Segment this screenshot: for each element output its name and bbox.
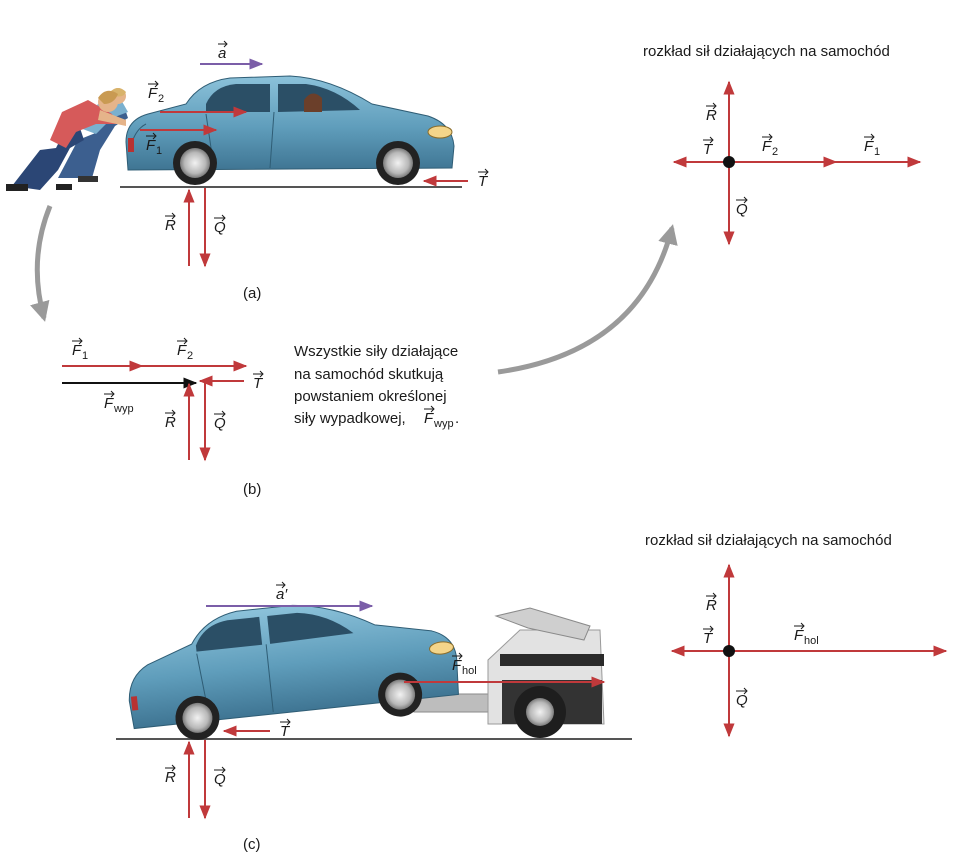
panel-c: a′ F hol T R Q (c) (116, 581, 632, 853)
label-r-c: R (165, 764, 176, 786)
svg-text:R: R (706, 597, 717, 614)
explanation-note: Wszystkie siły działające na samochód sk… (294, 343, 459, 430)
panel-b: F 1 F 2 F wyp T R Q (b) (62, 337, 459, 498)
svg-text:powstaniem określonej: powstaniem określonej (294, 388, 447, 405)
svg-text:a′: a′ (276, 586, 288, 603)
svg-text:F: F (864, 138, 874, 155)
label-t-c: T (280, 718, 291, 740)
fbd-top-label-r: R (706, 102, 717, 124)
label-q-a: Q (214, 214, 226, 236)
fbd-top-label-f1: F 1 (864, 133, 880, 158)
label-a-vector: a (218, 40, 228, 62)
label-f2-a: F 2 (148, 80, 164, 105)
fbd-bottom-body-point (723, 645, 735, 657)
svg-text:F: F (424, 410, 434, 427)
svg-text:R: R (706, 107, 717, 124)
flow-arrow-b-to-fbd (497, 224, 678, 375)
svg-text:wyp: wyp (113, 403, 134, 415)
label-r-b: R (165, 409, 176, 431)
svg-text:Q: Q (214, 415, 226, 432)
svg-text:.: . (455, 410, 459, 427)
svg-text:R: R (165, 217, 176, 234)
svg-text:T: T (703, 630, 714, 647)
fbd-top-label-q: Q (736, 196, 748, 218)
svg-text:F: F (148, 85, 158, 102)
fbd-bottom-label-t: T (703, 625, 714, 647)
svg-text:2: 2 (772, 146, 778, 158)
svg-text:wyp: wyp (433, 418, 454, 430)
fbd-bottom-heading: rozkład sił działających na samochód (645, 532, 892, 549)
svg-text:F: F (104, 395, 114, 412)
label-fhol-c: F hol (452, 652, 477, 677)
svg-text:F: F (762, 138, 772, 155)
svg-text:Q: Q (736, 692, 748, 709)
svg-text:1: 1 (874, 146, 880, 158)
svg-text:F: F (72, 342, 82, 359)
fbd-top-label-t: T (703, 136, 714, 158)
svg-text:F: F (146, 137, 156, 154)
label-t-a: T (478, 168, 489, 190)
label-f1-b: F 1 (72, 337, 88, 362)
svg-text:a: a (218, 45, 226, 62)
svg-text:1: 1 (156, 145, 162, 157)
svg-text:T: T (703, 141, 714, 158)
svg-text:Wszystkie siły działające: Wszystkie siły działające (294, 343, 458, 360)
fbd-bottom-label-fhol: F hol (794, 622, 819, 647)
free-body-diagram-top: rozkład sił działających na samochód R T… (643, 43, 922, 246)
svg-text:F: F (177, 342, 187, 359)
caption-a: (a) (243, 285, 261, 302)
car-illustration-a (125, 75, 455, 185)
svg-text:hol: hol (804, 635, 819, 647)
svg-text:Q: Q (736, 201, 748, 218)
svg-text:2: 2 (187, 350, 193, 362)
fbd-top-body-point (723, 156, 735, 168)
svg-text:hol: hol (462, 665, 477, 677)
svg-text:siły wypadkowej,: siły wypadkowej, (294, 410, 406, 427)
fbd-top-heading: rozkład sił działających na samochód (643, 43, 890, 60)
svg-text:1: 1 (82, 350, 88, 362)
fbd-top-label-f2: F 2 (762, 133, 778, 158)
svg-text:na samochód skutkują: na samochód skutkują (294, 366, 444, 383)
svg-text:F: F (794, 627, 804, 644)
svg-text:Q: Q (214, 771, 226, 788)
fbd-bottom-label-r: R (706, 592, 717, 614)
svg-text:F: F (452, 657, 462, 674)
svg-text:R: R (165, 769, 176, 786)
label-t-b: T (253, 370, 264, 392)
label-q-b: Q (214, 410, 226, 432)
caption-b: (b) (243, 481, 261, 498)
label-r-a: R (165, 212, 176, 234)
label-f1-a: F 1 (146, 132, 162, 157)
pushing-people-illustration (6, 88, 128, 191)
svg-text:Q: Q (214, 219, 226, 236)
svg-text:T: T (280, 723, 291, 740)
free-body-diagram-bottom: rozkład sił działających na samochód R T… (645, 532, 948, 738)
label-a-prime: a′ (276, 581, 288, 603)
svg-text:R: R (165, 414, 176, 431)
svg-text:T: T (253, 375, 264, 392)
caption-c: (c) (243, 836, 261, 853)
flow-arrow-a-to-b (30, 205, 53, 322)
label-f2-b: F 2 (177, 337, 193, 362)
tow-truck-illustration (413, 607, 605, 738)
svg-text:T: T (478, 173, 489, 190)
panel-a: a F 2 F 1 T R Q (6, 40, 489, 302)
car-illustration-c (128, 604, 459, 740)
label-fwyp-b: F wyp (104, 390, 134, 415)
svg-text:2: 2 (158, 93, 164, 105)
fbd-bottom-label-q: Q (736, 687, 748, 709)
label-q-c: Q (214, 766, 226, 788)
